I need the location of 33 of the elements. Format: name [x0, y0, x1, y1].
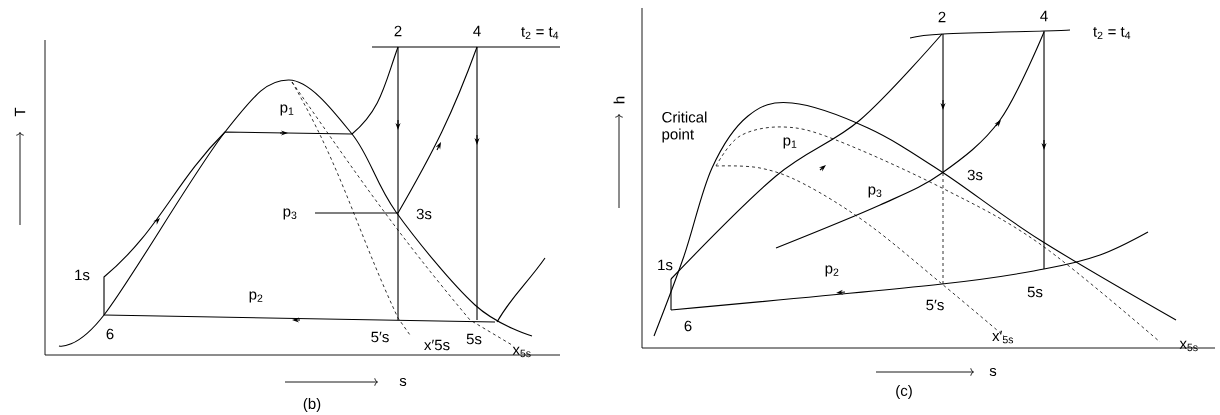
- quality-label: x′5s: [424, 339, 450, 351]
- pressure-label: p$_{1}$: [280, 104, 294, 116]
- point-label: 4: [1040, 10, 1048, 22]
- point-label: 2: [938, 11, 946, 23]
- point-label: 4: [473, 25, 481, 37]
- point-label: 5s: [466, 333, 482, 345]
- point-label: 1s: [75, 269, 90, 281]
- point-label: 5s: [1027, 286, 1043, 298]
- pressure-label: p$_{3}$: [283, 208, 297, 220]
- point-label: 2: [394, 25, 402, 37]
- point-label: 3s: [967, 169, 983, 181]
- quality-label: x′$_{5s}$: [992, 330, 1014, 344]
- panel-label: (c): [896, 385, 912, 399]
- panel-label: (b): [303, 398, 321, 412]
- isotherm-label: t$_{2}$ = t$_{4}$: [521, 26, 559, 40]
- point-label: 1s: [658, 259, 673, 271]
- point-label: 6: [106, 328, 114, 340]
- pressure-label: p$_{1}$: [783, 137, 797, 149]
- axis-label: s: [399, 377, 407, 387]
- pressure-label: p$_{3}$: [868, 186, 882, 198]
- axis-label: h: [613, 96, 625, 104]
- pressure-label: p$_{2}$: [825, 265, 839, 277]
- point-label: 3s: [416, 208, 432, 220]
- pressure-label: p$_{2}$: [249, 291, 263, 303]
- isotherm-label: t$_{2}$ = t$_{4}$: [1093, 26, 1131, 40]
- axis-label: s: [989, 367, 997, 377]
- point-label: 5′s: [926, 299, 944, 311]
- quality-label: x$_{5s}$: [1179, 340, 1198, 352]
- point-label: 5′s: [371, 331, 389, 343]
- point-label: 6: [684, 320, 692, 332]
- axis-label: T: [14, 107, 26, 117]
- quality-label: x$_{5s}$: [512, 346, 531, 358]
- critical-point-label: Critical point: [662, 111, 707, 143]
